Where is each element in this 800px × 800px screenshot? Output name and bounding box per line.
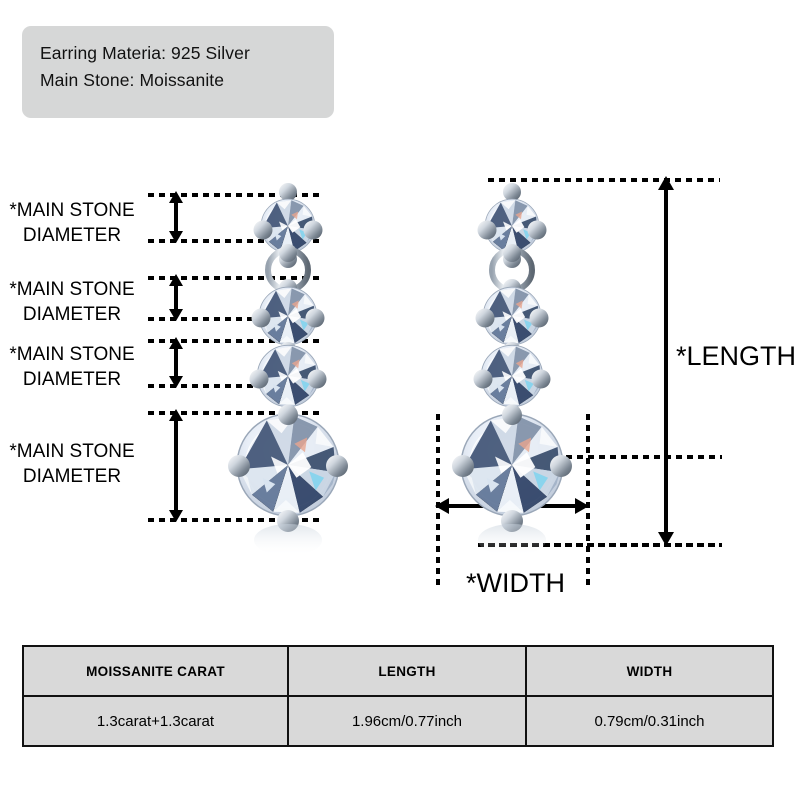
earring-right-image <box>435 168 610 558</box>
material-info-box: Earring Materia: 925 Silver Main Stone: … <box>22 26 334 118</box>
guide-line-width-bottom <box>478 543 722 547</box>
diameter-arrow-1 <box>166 190 186 244</box>
guide-line-stone3-top <box>148 339 324 343</box>
guide-line-stone3-bottom <box>148 384 324 388</box>
diameter-arrow-3 <box>166 336 186 389</box>
diameter-callout-4-line2: DIAMETER <box>22 466 122 487</box>
diameter-callout-2: *MAIN STONE DIAMETER <box>2 277 142 327</box>
diameter-callout-4-line1: *MAIN STONE <box>9 441 135 462</box>
column-header-width: WIDTH <box>525 645 774 697</box>
column-header-carat: MOISSANITE CARAT <box>22 645 289 697</box>
material-line: Earring Materia: 925 Silver <box>40 43 250 63</box>
cell-length-value: 1.96cm/0.77inch <box>287 695 527 747</box>
table-header-row: MOISSANITE CARAT LENGTH WIDTH <box>22 645 774 697</box>
table-row: 1.3carat+1.3carat 1.96cm/0.77inch 0.79cm… <box>22 695 774 747</box>
diameter-callout-1-line1: *MAIN STONE <box>9 200 135 221</box>
diameter-callout-3: *MAIN STONE DIAMETER <box>2 342 142 392</box>
guide-line-stone2-bottom <box>148 317 324 321</box>
guide-line-width-left <box>436 414 440 590</box>
diameter-callout-2-line1: *MAIN STONE <box>9 279 135 300</box>
cell-carat-value: 1.3carat+1.3carat <box>22 695 289 747</box>
guide-line-stone1-bottom <box>148 239 324 243</box>
diameter-callout-1-line2: DIAMETER <box>22 225 122 246</box>
diameter-callout-4: *MAIN STONE DIAMETER <box>2 439 142 489</box>
main-stone-line: Main Stone: Moissanite <box>40 70 225 90</box>
guide-line-stone4-top <box>148 411 324 415</box>
guide-line-stone2-top <box>148 276 324 280</box>
guide-line-stone1-top <box>148 193 324 197</box>
length-label: *LENGTH <box>676 341 797 371</box>
diameter-callout-3-line2: DIAMETER <box>22 369 122 390</box>
earring-left-image <box>205 168 380 558</box>
guide-line-width-right <box>586 414 590 590</box>
cell-width-value: 0.79cm/0.31inch <box>525 695 774 747</box>
guide-line-length-top <box>488 178 720 182</box>
length-arrow <box>655 175 677 547</box>
guide-line-stone4-bottom <box>148 518 324 522</box>
specification-table: MOISSANITE CARAT LENGTH WIDTH 1.3carat+1… <box>22 645 774 747</box>
guide-line-width-top <box>478 455 722 459</box>
column-header-length: LENGTH <box>287 645 527 697</box>
diameter-arrow-2 <box>166 273 186 322</box>
width-label: *WIDTH <box>466 568 565 598</box>
diameter-callout-3-line1: *MAIN STONE <box>9 344 135 365</box>
diameter-arrow-4 <box>166 408 186 523</box>
diameter-callout-2-line2: DIAMETER <box>22 304 122 325</box>
diameter-callout-1: *MAIN STONE DIAMETER <box>2 198 142 248</box>
